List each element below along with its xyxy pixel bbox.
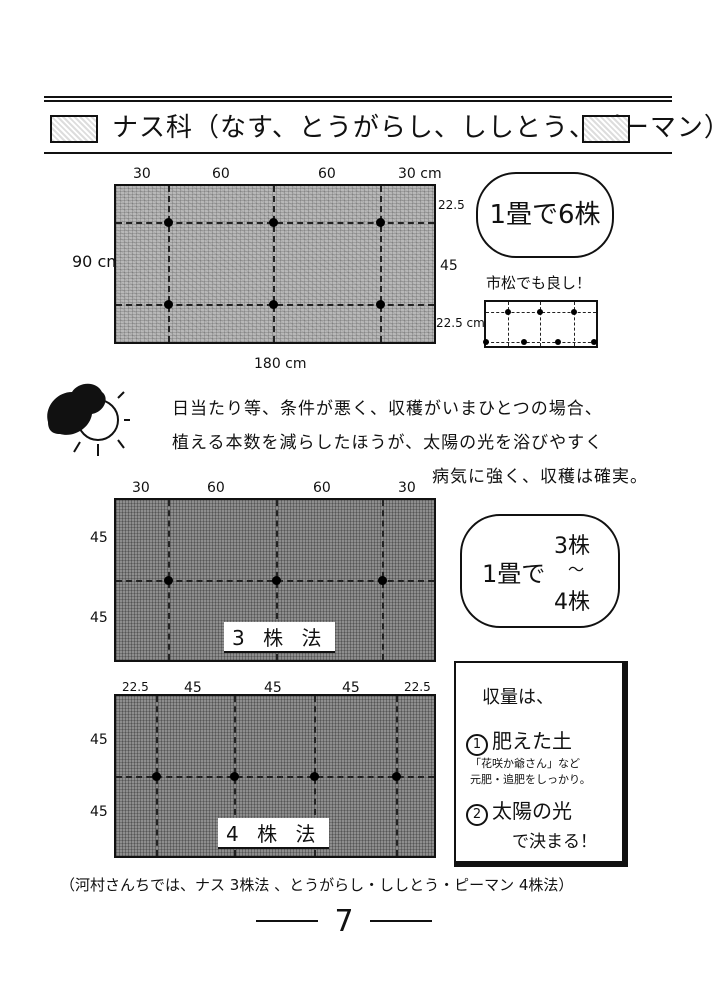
plant-dot bbox=[272, 576, 281, 585]
grid-line bbox=[486, 342, 596, 343]
plant-dot bbox=[571, 309, 577, 315]
yield-item-1-text: 肥えた土 bbox=[492, 729, 572, 753]
dim-top-1: 22.5 bbox=[122, 680, 149, 694]
checker-note: 市松でも良し！ bbox=[486, 274, 592, 292]
grid-line bbox=[380, 186, 382, 342]
plant-dot bbox=[555, 339, 561, 345]
plant-dot bbox=[376, 218, 385, 227]
plant-dot bbox=[392, 772, 401, 781]
dim-top-2: 60 bbox=[207, 480, 225, 496]
dim-top-4: 30 cm bbox=[398, 166, 442, 182]
item-number-2: 2 bbox=[466, 804, 488, 826]
title-box-left bbox=[50, 115, 98, 143]
dim-top-4: 45 bbox=[342, 680, 360, 696]
plant-dot bbox=[269, 300, 278, 309]
plant-dot bbox=[230, 772, 239, 781]
dim-top-1: 30 bbox=[133, 166, 151, 182]
item-number-1: 1 bbox=[466, 734, 488, 756]
badge-cloud-three: 1畳で 3株 〜 4株 bbox=[460, 514, 620, 628]
dim-right-1: 22.5 bbox=[438, 198, 465, 212]
footnote: （河村さんちでは、ナス 3株法 、とうがらし・ししとう・ピーマン 4株法） bbox=[60, 876, 574, 894]
badge-cloud-six: 1畳で6株 bbox=[476, 172, 614, 258]
plant-dot bbox=[505, 309, 511, 315]
yield-item-2-end: で決まる！ bbox=[512, 832, 597, 852]
plant-dot bbox=[164, 218, 173, 227]
yield-heading: 収量は、 bbox=[482, 687, 554, 708]
grid-line bbox=[116, 776, 434, 778]
badge-six-text: 1畳で6株 bbox=[489, 200, 601, 230]
grid-line bbox=[508, 302, 509, 346]
dim-top-2: 60 bbox=[212, 166, 230, 182]
plant-dot bbox=[164, 300, 173, 309]
advice-line-2: 植える本数を減らしたほうが、太陽の光を浴びやすく bbox=[172, 433, 604, 453]
dim-top-1: 30 bbox=[132, 480, 150, 496]
title-box-right bbox=[582, 115, 630, 143]
grid-line bbox=[168, 186, 170, 342]
grid-line bbox=[540, 302, 541, 346]
badge-three-text-3: 〜 bbox=[568, 560, 585, 579]
plant-dot bbox=[483, 339, 489, 345]
dim-left: 90 cm bbox=[72, 252, 122, 271]
plant-dot bbox=[521, 339, 527, 345]
garden-bed-six bbox=[114, 184, 436, 344]
dim-bottom: 180 cm bbox=[254, 356, 307, 372]
checker-diagram bbox=[483, 300, 598, 348]
page-number-rule-left bbox=[256, 920, 318, 922]
dim-right-3: 22.5 cm bbox=[436, 316, 485, 330]
plant-dot bbox=[537, 309, 543, 315]
dim-top-3: 60 bbox=[313, 480, 331, 496]
advice-line-3: 病気に強く、収穫は確実。 bbox=[432, 467, 648, 487]
method-label-four: 4 株 法 bbox=[218, 818, 330, 849]
plant-dot bbox=[269, 218, 278, 227]
plant-dot bbox=[591, 339, 597, 345]
title-rule-bottom bbox=[44, 152, 672, 154]
title-rule-top bbox=[44, 96, 672, 98]
plant-dot bbox=[378, 576, 387, 585]
plant-dot bbox=[310, 772, 319, 781]
page-number-rule-right bbox=[370, 920, 432, 922]
yield-item-1-note-2: 元肥・追肥をしっかり。 bbox=[470, 773, 591, 786]
page-title: ナス科（なす、とうがらし、ししとう、ピーマン） bbox=[112, 113, 727, 143]
badge-three-text-1: 1畳で bbox=[482, 560, 546, 588]
dim-top-3: 45 bbox=[264, 680, 282, 696]
dim-left-2: 45 bbox=[90, 804, 108, 820]
method-label-three: 3 株 法 bbox=[224, 622, 336, 653]
yield-item-1-note-1: 「花咲か爺さん」など bbox=[470, 757, 580, 770]
dim-left-2: 45 bbox=[90, 610, 108, 626]
page-number: 7 bbox=[334, 904, 354, 939]
plant-dot bbox=[376, 300, 385, 309]
grid-line bbox=[574, 302, 575, 346]
dim-top-3: 60 bbox=[318, 166, 336, 182]
grid-line bbox=[273, 186, 275, 342]
dim-top-2: 45 bbox=[184, 680, 202, 696]
plant-dot bbox=[152, 772, 161, 781]
dim-right-2: 45 bbox=[440, 258, 458, 274]
yield-item-2-text: 太陽の光 bbox=[492, 799, 572, 823]
dim-top-5: 22.5 bbox=[404, 680, 431, 694]
dim-left-1: 45 bbox=[90, 530, 108, 546]
dim-left-1: 45 bbox=[90, 732, 108, 748]
title-rule-top-inner bbox=[44, 100, 672, 102]
sun-behind-cloud-icon bbox=[47, 383, 130, 456]
badge-three-text-2: 3株 bbox=[554, 534, 590, 559]
advice-line-1: 日当たり等、条件が悪く、収穫がいまひとつの場合、 bbox=[172, 399, 603, 419]
badge-three-text-4: 4株 bbox=[554, 590, 590, 615]
dim-top-4: 30 bbox=[398, 480, 416, 496]
plant-dot bbox=[164, 576, 173, 585]
